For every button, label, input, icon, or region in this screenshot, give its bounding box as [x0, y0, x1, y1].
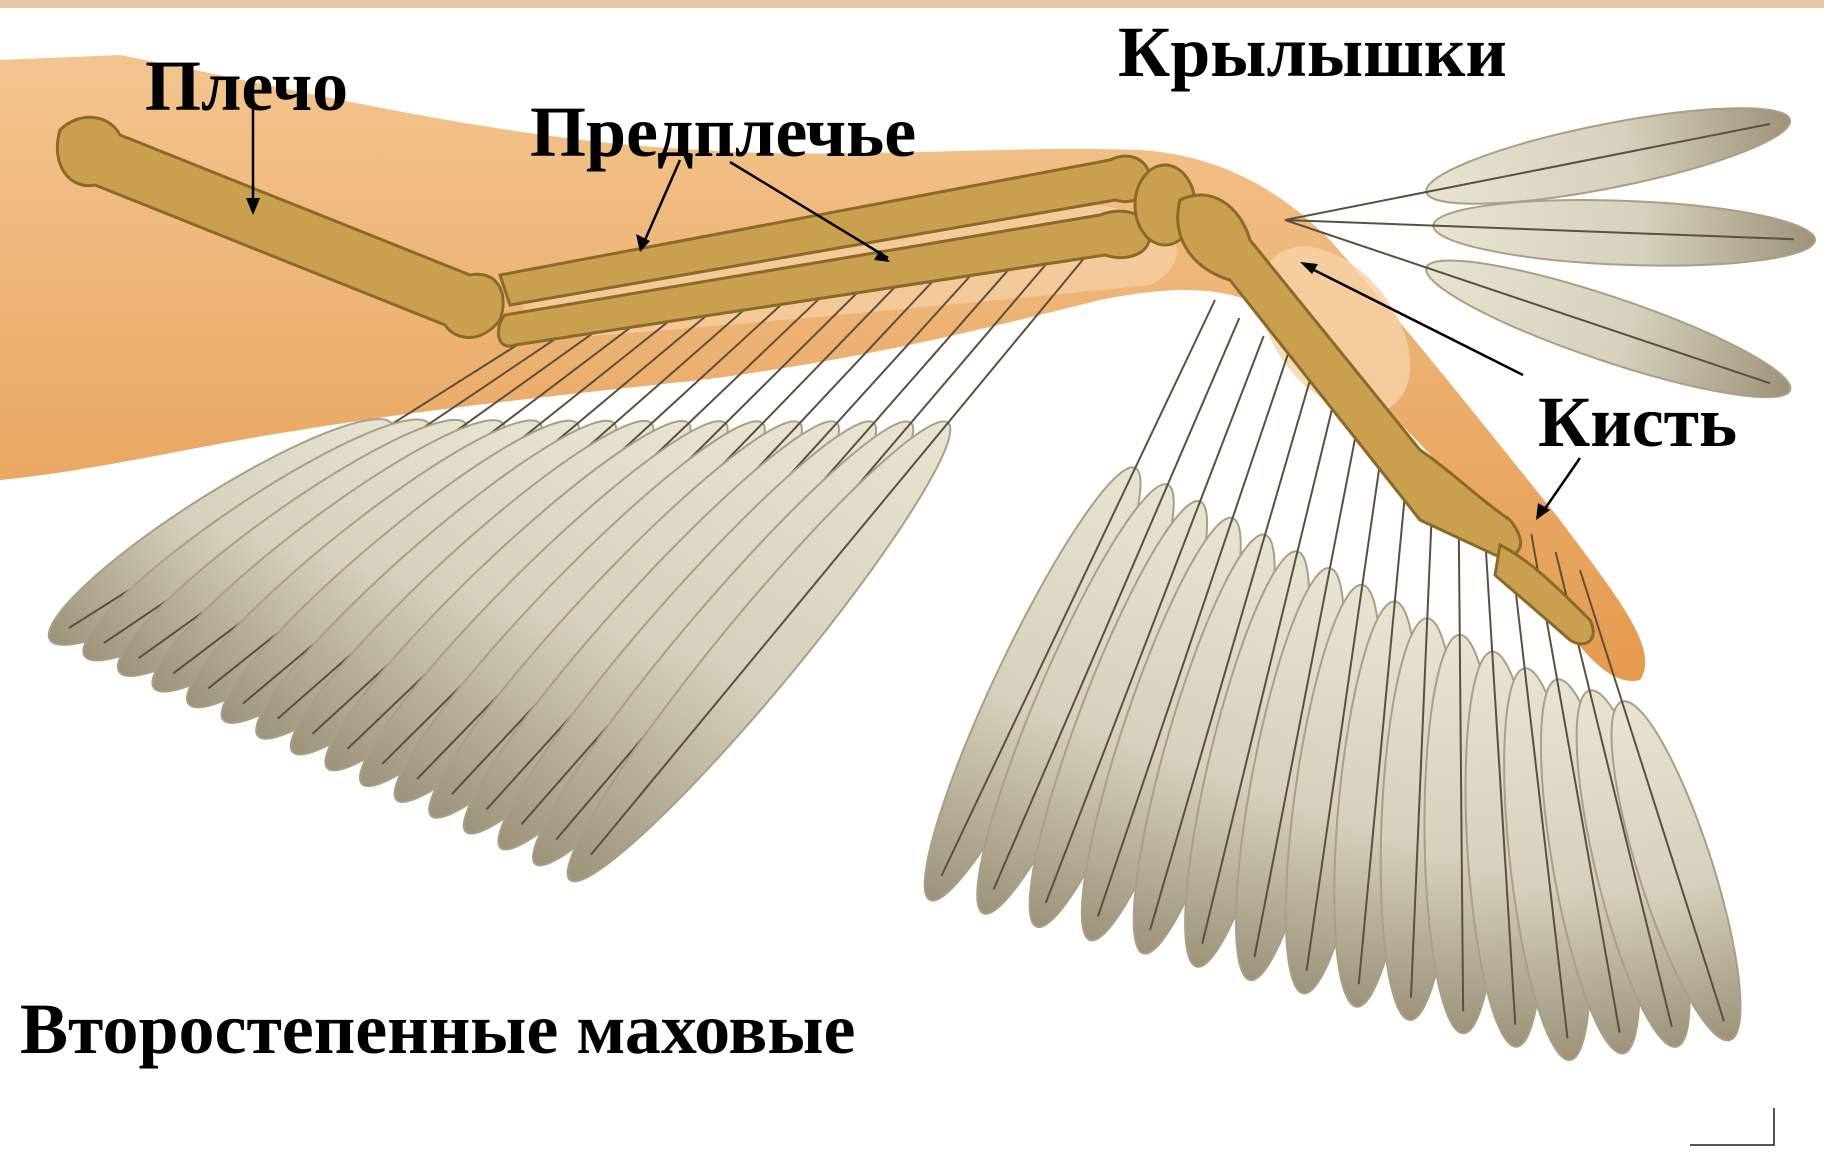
alula-feather	[1284, 188, 1816, 272]
label-forearm: Предплечье	[530, 96, 916, 168]
hand-arrow-lower	[1542, 458, 1580, 513]
label-hand: Кисть	[1538, 386, 1737, 458]
hand-bone	[1178, 195, 1521, 556]
label-secondary-flight-feathers: Второстепенные маховые	[20, 993, 855, 1065]
label-shoulder: Плечо	[145, 50, 348, 122]
corner-mark	[1690, 1108, 1774, 1145]
label-alula: Крылышки	[1118, 16, 1507, 88]
